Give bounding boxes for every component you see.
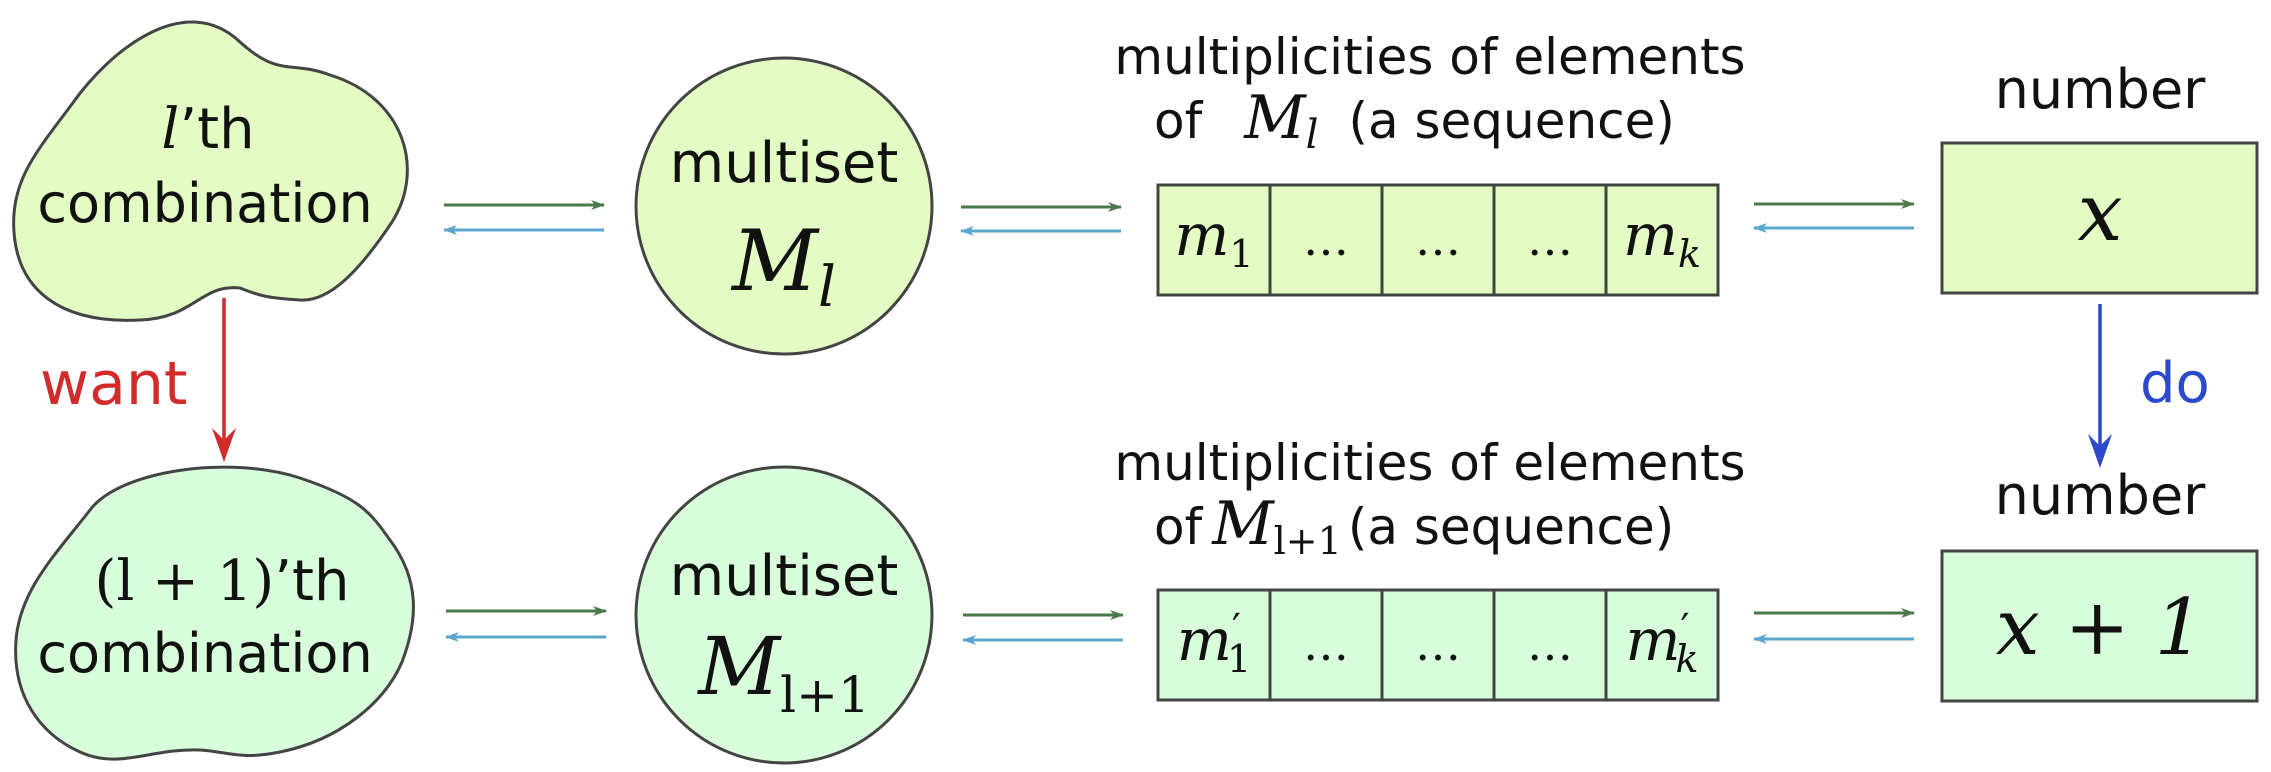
top-multiset-label: multiset: [670, 131, 899, 196]
top-sequence-cell-text: …: [1303, 212, 1349, 266]
bottom-number-box: [1940, 549, 2259, 703]
top-multiset-math-base: M: [730, 212, 820, 310]
bottom-sequence-cell-text: …: [1303, 617, 1349, 671]
top-sequence-heading-line1: multiplicities of elements: [1114, 28, 1745, 86]
bottom-combination-node: (l + 1)’th combination: [14, 465, 415, 761]
bottom-sequence-heading-math-sub: l+1: [1274, 519, 1342, 563]
top-sequence-cell: [1268, 183, 1384, 297]
top-combination-label: combination: [37, 172, 372, 235]
bottom-multiset-node: multiset Ml+1: [634, 465, 934, 765]
bottom-sequence-cell-text: m′k: [1625, 606, 1698, 681]
bottom-multiset-math-sub: l+1: [780, 666, 870, 724]
top-sequence-cell: [1604, 183, 1720, 297]
bottom-sequence-heading-suffix: (a sequence): [1348, 498, 1675, 556]
top-sequence-heading-math-base: M: [1243, 83, 1307, 153]
top-multiset-circle: [634, 56, 934, 356]
top-multiset-math-sub: l: [818, 255, 836, 320]
top-sequence-cell: [1492, 183, 1608, 297]
bottom-multiset-label: multiset: [670, 544, 899, 609]
top-combination-node: l’th combination: [12, 20, 409, 322]
top-multiset-node: multiset Ml: [634, 56, 934, 356]
svg-text:Ml+1: Ml+1: [696, 620, 870, 724]
bottom-number-math: x + 1: [1996, 583, 2205, 673]
bottom-sequence-cell: [1268, 588, 1384, 702]
bottom-combination-label: combination: [37, 622, 372, 685]
top-sequence-heading-math-sub: l: [1306, 112, 1319, 158]
want-arrow-head: [212, 428, 236, 462]
bottom-sequence-cell-text: m′1: [1177, 606, 1251, 681]
bottom-combination-math: (l + 1): [94, 549, 274, 614]
svg-text:Ml: Ml: [730, 212, 836, 320]
bottom-sequence-cell: [1380, 588, 1496, 702]
bottom-combination-blob: [14, 465, 415, 761]
svg-text:l’th: l’th: [161, 97, 254, 162]
bottom-number-heading: number: [1995, 464, 2207, 527]
top-combination-math: l: [161, 97, 179, 162]
top-sequence-cell: [1156, 183, 1272, 297]
top-combination-suffix: ’th: [179, 97, 254, 162]
do-arrow-head: [2088, 434, 2112, 468]
bottom-sequence-heading-line1: multiplicities of elements: [1114, 434, 1745, 492]
top-sequence-cell-text: m1: [1174, 201, 1253, 276]
top-sequence-cell-text: …: [1415, 212, 1461, 266]
top-sequence-cell-text: …: [1527, 212, 1573, 266]
bottom-multiset-circle: [634, 465, 934, 765]
do-label: do: [2140, 351, 2210, 416]
bottom-sequence-heading-math-base: M: [1211, 489, 1275, 559]
top-sequence-heading-suffix: (a sequence): [1348, 92, 1675, 150]
svg-text:(l + 1)’th: (l + 1)’th: [94, 549, 349, 614]
bottom-sequence-cell-text: …: [1415, 617, 1461, 671]
bottom-combination-suffix: ’th: [274, 549, 349, 614]
want-label: want: [40, 349, 187, 419]
top-number-math: x: [2077, 166, 2122, 259]
bottom-sequence-cell: [1604, 588, 1720, 702]
bottom-sequence-cells: m′1 … … … m′k: [1156, 588, 1720, 702]
top-sequence-cells: m1 … … … mk: [1156, 183, 1720, 297]
bottom-sequence-cell-text: …: [1527, 617, 1573, 671]
bottom-sequence-cell: [1156, 588, 1272, 702]
top-sequence-heading-of: of: [1154, 92, 1204, 150]
top-number-box: [1940, 141, 2259, 295]
bottom-multiset-math-base: M: [696, 620, 782, 713]
top-combination-blob: [12, 20, 409, 322]
top-number-heading: number: [1995, 58, 2207, 121]
bottom-sequence-heading-of: of: [1154, 498, 1204, 556]
top-sequence-cell-text: mk: [1623, 201, 1701, 276]
bottom-sequence-cell: [1492, 588, 1608, 702]
